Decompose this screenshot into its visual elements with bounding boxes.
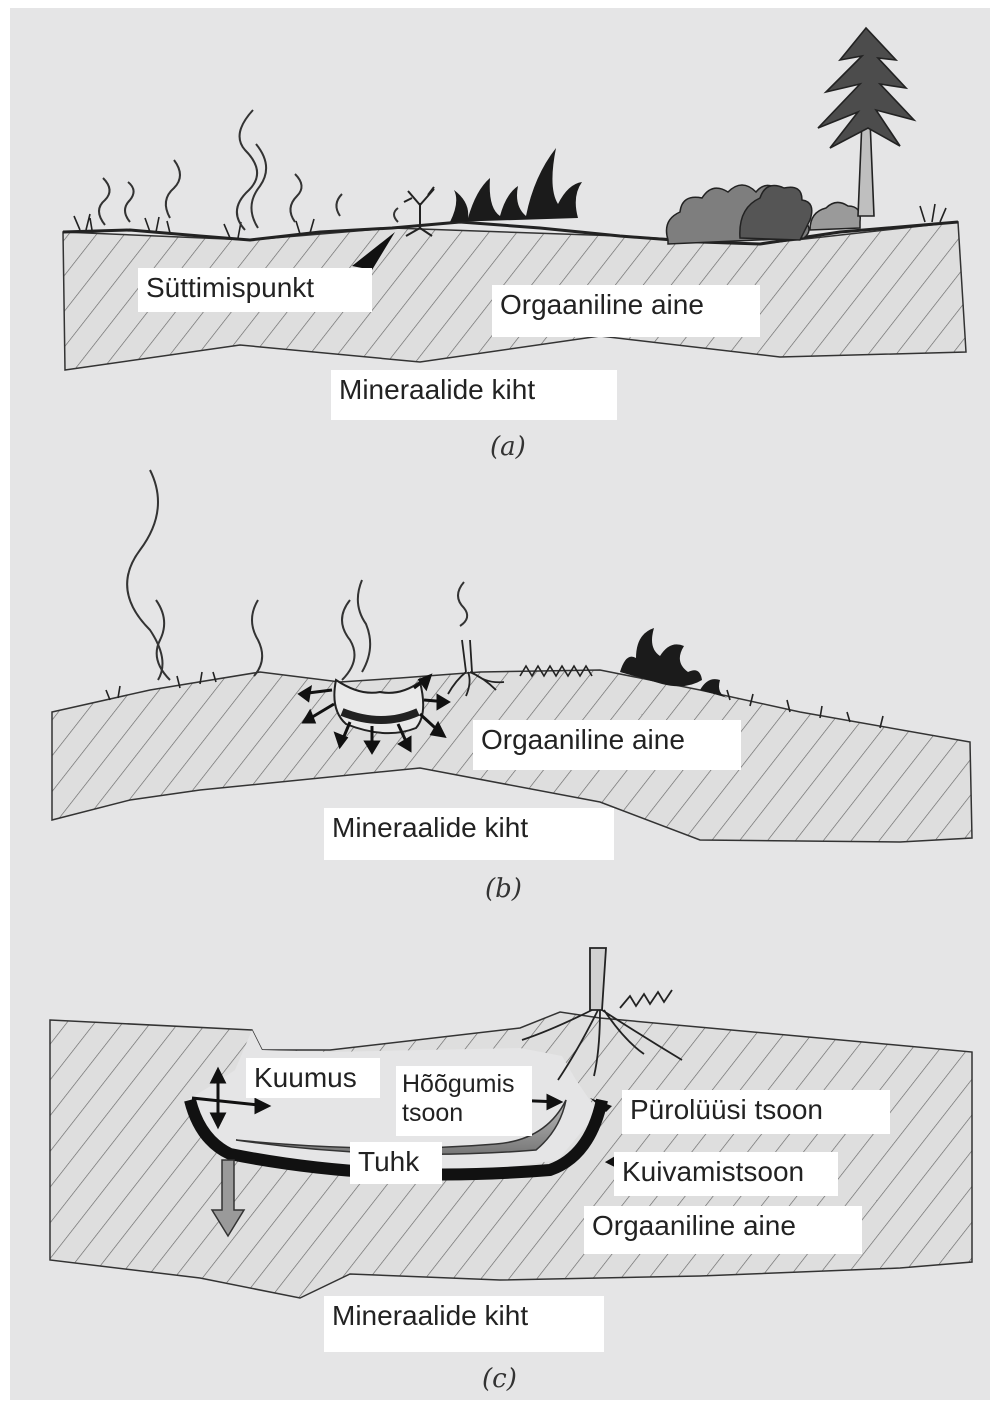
panel-a-smoke	[99, 110, 398, 230]
label-organic-matter-b: Orgaaniline aine	[473, 720, 741, 770]
panel-a-tree	[818, 28, 914, 216]
label-mineral-layer-c: Mineraalide kiht	[324, 1296, 604, 1352]
caption-a: (a)	[490, 432, 526, 462]
label-drying-zone: Kuivamistsoon	[614, 1152, 838, 1196]
label-organic-matter-c: Orgaaniline aine	[584, 1206, 862, 1254]
label-heat: Kuumus	[246, 1058, 380, 1098]
label-mineral-layer-a: Mineraalide kiht	[331, 370, 617, 420]
caption-c: (c)	[482, 1364, 517, 1394]
label-organic-matter-a: Orgaaniline aine	[492, 285, 760, 337]
label-ash: Tuhk	[350, 1142, 442, 1184]
panel-b	[52, 470, 972, 842]
panel-a-flames	[450, 148, 582, 222]
label-pyrolysis-zone: Pürolüüsi tsoon	[622, 1090, 890, 1134]
label-smoldering-zone: Hõõgumis tsoon	[396, 1066, 532, 1136]
caption-b: (b)	[485, 874, 522, 904]
panel-a-bushes	[667, 185, 861, 244]
label-ignition-point: Süttimispunkt	[138, 268, 372, 312]
panel-b-smoke	[127, 470, 467, 680]
label-mineral-layer-b: Mineraalide kiht	[324, 808, 614, 860]
